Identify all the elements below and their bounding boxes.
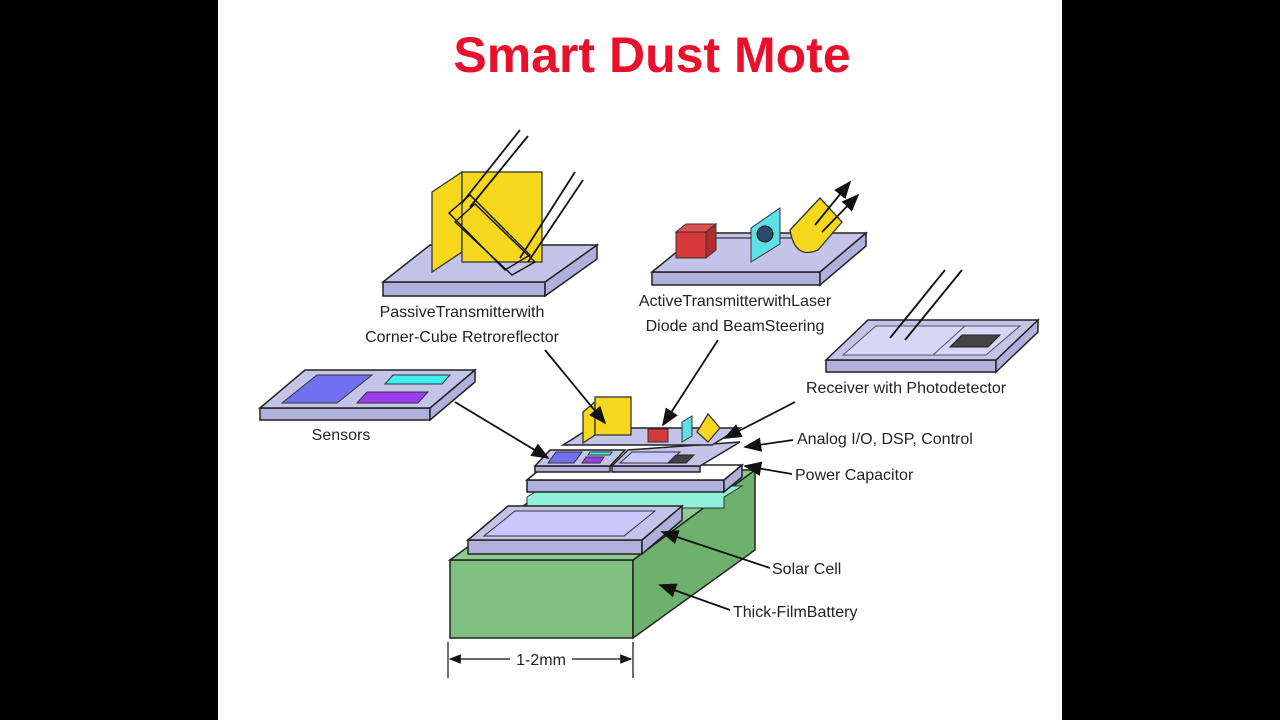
sensors-illustration <box>257 368 478 422</box>
label-passive-transmitter-1: PassiveTransmitterwith <box>380 304 545 321</box>
label-dimension: 1-2mm <box>516 652 566 669</box>
label-sensors: Sensors <box>312 427 371 444</box>
label-active-transmitter-1: ActiveTransmitterwithLaser <box>639 293 832 310</box>
label-passive-transmitter-2: Corner-Cube Retroreflector <box>365 329 560 346</box>
receiver-illustration <box>824 269 1040 374</box>
mote-stack-illustration <box>447 396 758 640</box>
label-active-transmitter-2: Diode and BeamSteering <box>646 318 825 335</box>
slide-title: Smart Dust Mote <box>453 27 850 83</box>
active-transmitter-illustration <box>649 180 869 287</box>
label-solar-cell: Solar Cell <box>772 561 841 578</box>
label-analog-io: Analog I/O, DSP, Control <box>797 431 973 448</box>
label-receiver: Receiver with Photodetector <box>806 380 1007 397</box>
label-power-capacitor: Power Capacitor <box>795 467 914 484</box>
callout-arrows <box>447 339 796 678</box>
passive-transmitter-illustration <box>380 129 600 298</box>
label-battery: Thick-FilmBattery <box>733 604 857 621</box>
